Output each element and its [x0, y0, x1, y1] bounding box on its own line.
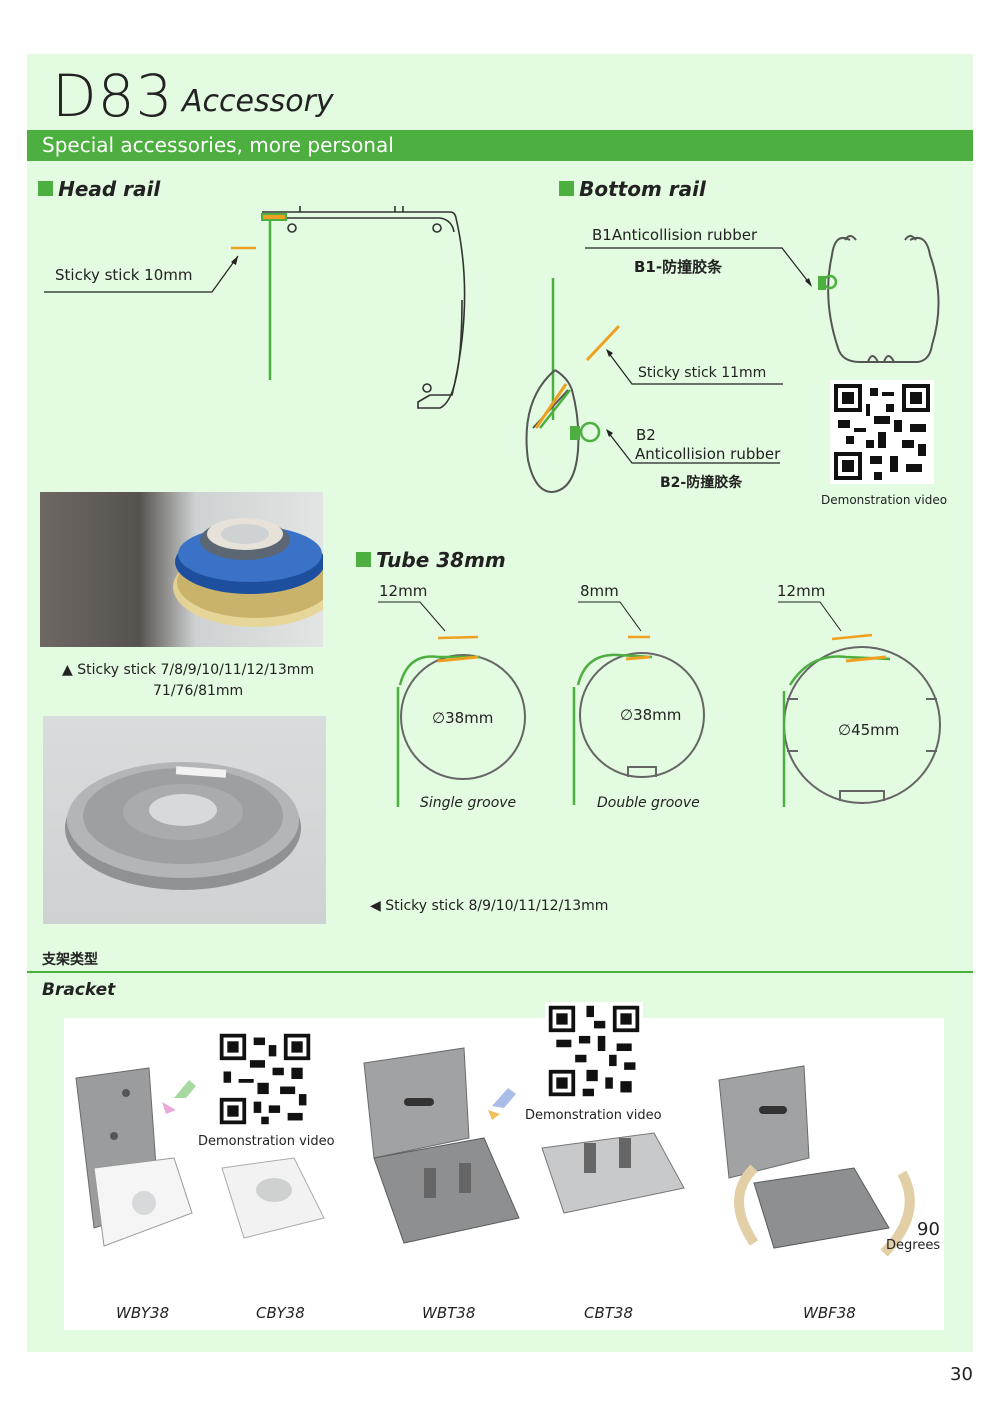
tube3-size-label: 12mm	[777, 582, 826, 600]
arrow-icon	[492, 1088, 516, 1108]
qr-code-icon[interactable]	[545, 1002, 643, 1100]
tube3-diameter: ∅45mm	[838, 721, 900, 739]
model-label-cby38: CBY38	[256, 1304, 305, 1322]
sticky-11-leader-line	[607, 351, 783, 385]
tube-heading: Tube 38mm	[356, 548, 506, 572]
model-code: D83	[52, 62, 174, 130]
tube2-groove-label: Double groove	[597, 795, 700, 811]
bullet-square-icon	[356, 552, 371, 567]
header-band-text: Special accessories, more personal	[42, 133, 394, 157]
header-band	[27, 130, 973, 161]
model-label-cbt38: CBT38	[584, 1304, 634, 1322]
head-rail-leader-line	[44, 255, 239, 293]
b2-leader-line	[607, 431, 780, 464]
wbf38-bracket	[718, 1065, 915, 1257]
tube1-leader-line	[378, 601, 446, 632]
head-rail-title: Head rail	[58, 177, 161, 201]
tube3-leader-line	[778, 601, 842, 632]
sticky-stick-photo	[40, 492, 323, 647]
coil-illustration	[65, 762, 301, 890]
rail-diagrams	[44, 206, 940, 494]
head-rail-sticky-label: Sticky stick 10mm	[55, 266, 193, 284]
tube3-profile	[782, 646, 941, 807]
arrow-icon	[606, 429, 613, 437]
bracket-title-en: Bracket	[42, 980, 116, 1000]
bottom-rail-sticky-insert	[534, 383, 568, 429]
b2-label-line2: Anticollision rubber	[635, 445, 781, 463]
tube1-size-label: 12mm	[379, 582, 428, 600]
bottom-rail-title: Bottom rail	[579, 177, 706, 201]
bottom-rail-sticky-label: Sticky stick 11mm	[638, 365, 767, 381]
arrow-icon	[606, 349, 613, 357]
rotation-unit: Degrees	[886, 1238, 941, 1253]
arrow-icon	[805, 278, 812, 287]
cbt38-bracket	[541, 1132, 685, 1214]
cby38-bracket	[221, 1157, 325, 1239]
model-label-wbt38: WBT38	[422, 1304, 476, 1322]
photo1-caption-line2: 71/76/81mm	[153, 683, 244, 699]
model-label-wbf38: WBF38	[803, 1304, 856, 1322]
bottom-rail-sticky-mark	[585, 324, 621, 362]
photo1-caption-line1: ▲ Sticky stick 7/8/9/10/11/12/13mm	[62, 662, 315, 678]
head-rail-profile	[262, 206, 466, 409]
page-number: 30	[950, 1364, 973, 1385]
bullet-square-icon	[38, 181, 53, 196]
tube1-profile	[396, 654, 526, 807]
qr-caption-bracket-1: Demonstration video	[198, 1134, 335, 1149]
tube-title: Tube 38mm	[376, 548, 506, 572]
tube2-profile	[572, 652, 705, 805]
qr-code-icon[interactable]	[216, 1030, 314, 1128]
wbt38-bracket	[363, 1047, 520, 1244]
bracket-illustrations	[75, 1047, 915, 1257]
b1-label: B1Anticollision rubber	[592, 226, 758, 244]
arrow-icon	[174, 1080, 196, 1098]
tube-diagrams	[378, 601, 941, 807]
page-subtitle: Accessory	[182, 84, 334, 119]
b1-leader-line	[585, 247, 811, 285]
wby38-bracket	[75, 1067, 193, 1247]
b2-label-line1: B2	[636, 426, 656, 444]
b2-cn-label: B2-防撞胶条	[660, 475, 743, 491]
bottom-rail-profile-large	[827, 235, 940, 363]
qr-caption-bracket-2: Demonstration video	[525, 1108, 662, 1123]
bullet-square-icon	[559, 181, 574, 196]
head-rail-sticky-insert	[261, 213, 287, 221]
head-rail-heading: Head rail	[38, 177, 160, 201]
tube2-size-label: 8mm	[580, 582, 619, 600]
model-label-wby38: WBY38	[116, 1304, 170, 1322]
sticky-coil-photo	[43, 716, 326, 924]
arrow-icon	[162, 1102, 176, 1114]
photo2-caption: ◀ Sticky stick 8/9/10/11/12/13mm	[370, 898, 609, 914]
qr-code-icon[interactable]	[830, 380, 934, 484]
qr-caption-bottom-rail: Demonstration video	[821, 493, 948, 507]
tape-rolls-illustration	[173, 518, 323, 627]
bracket-divider	[27, 971, 973, 973]
tube1-diameter: ∅38mm	[432, 709, 494, 727]
tube2-leader-line	[578, 601, 642, 632]
bottom-rail-heading: Bottom rail	[559, 177, 706, 201]
bracket-title-cn: 支架类型	[42, 952, 98, 968]
arrow-icon	[231, 256, 238, 265]
rotation-value: 90	[917, 1219, 940, 1240]
tube1-groove-label: Single groove	[420, 795, 517, 811]
arrow-icon	[488, 1110, 500, 1120]
b1-cn-label: B1-防撞胶条	[634, 258, 723, 276]
b2-rubber-mark	[579, 421, 601, 443]
tube2-diameter: ∅38mm	[620, 706, 682, 724]
